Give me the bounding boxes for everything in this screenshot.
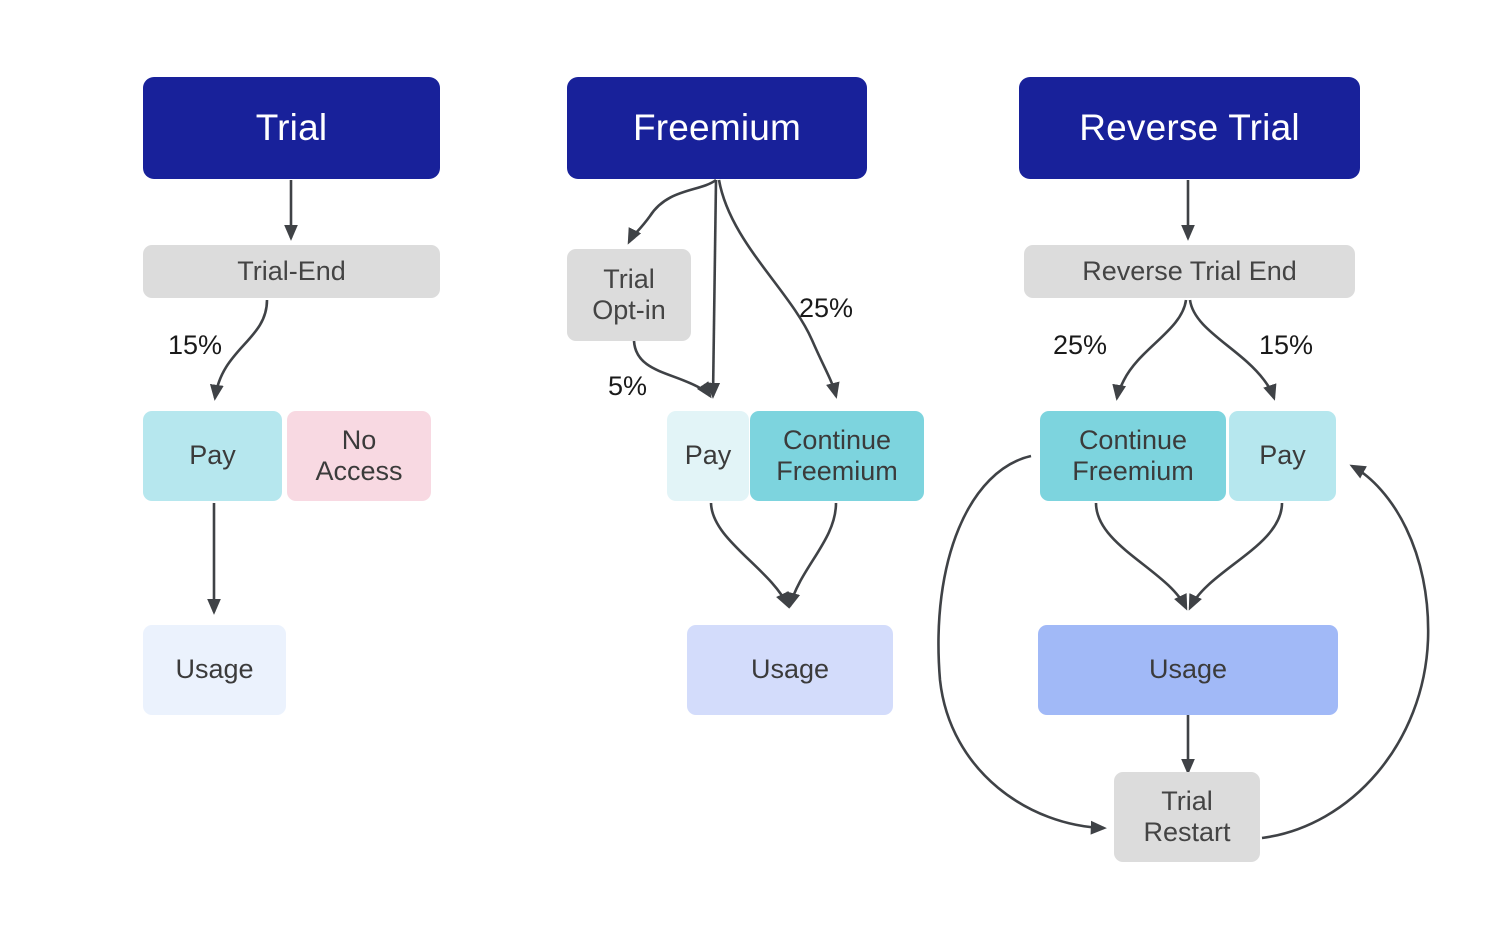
edge-pay-to-usage-freemium (709, 502, 790, 609)
node-freemium-pay[interactable]: Pay (667, 411, 749, 501)
node-trial-pay[interactable]: Pay (143, 411, 282, 501)
node-freemium-trial-opt-in[interactable]: Trial Opt-in (567, 249, 691, 341)
edge-end-to-continue (1112, 299, 1188, 401)
edge-label-freemium-5: 5% (608, 371, 648, 401)
edge-label-reverse-25: 25% (1053, 330, 1108, 360)
edge-label-freemium-25: 25% (799, 293, 854, 323)
edge-label-trial-15: 15% (168, 330, 223, 360)
edge-continue-to-usage-rt (1094, 502, 1188, 611)
node-trial-end[interactable]: Trial-End (143, 245, 440, 298)
column-trial-header[interactable]: Trial (143, 77, 440, 179)
node-reverse-usage[interactable]: Usage (1038, 625, 1338, 715)
edge-label-reverse-15: 15% (1259, 330, 1314, 360)
edge-freemium-to-trialoptin (627, 178, 717, 245)
node-reverse-continue-freemium[interactable]: Continue Freemium (1040, 411, 1226, 501)
edge-pay-to-usage-rt (1188, 502, 1284, 611)
node-reverse-trial-end[interactable]: Reverse Trial End (1024, 245, 1355, 298)
node-freemium-continue[interactable]: Continue Freemium (750, 411, 924, 501)
edge-trialend-to-pay (209, 299, 269, 401)
column-reverse-trial-header[interactable]: Reverse Trial (1019, 77, 1360, 179)
edge-freemium-to-pay (706, 179, 721, 399)
column-freemium-header[interactable]: Freemium (567, 77, 867, 179)
edge-freemium-to-continue (717, 179, 840, 399)
node-reverse-pay[interactable]: Pay (1229, 411, 1336, 501)
node-reverse-trial-restart[interactable]: Trial Restart (1114, 772, 1260, 862)
node-trial-no-access[interactable]: No Access (287, 411, 431, 501)
node-freemium-usage[interactable]: Usage (687, 625, 893, 715)
edge-continue-to-usage (786, 502, 838, 609)
node-trial-usage[interactable]: Usage (143, 625, 286, 715)
